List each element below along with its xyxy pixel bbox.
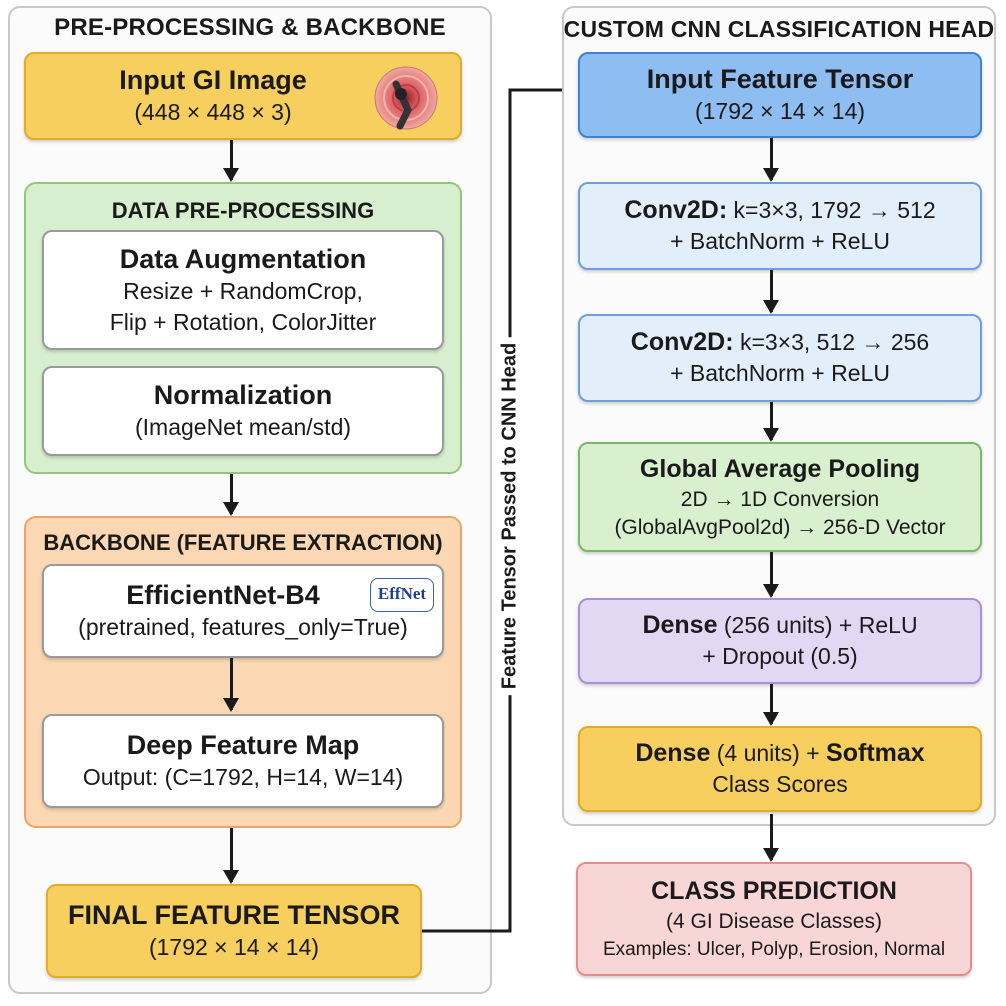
endoscopy-image-icon: [374, 66, 438, 130]
effnet-logo: EffNet: [370, 578, 434, 612]
backbone-title: BACKBONE (FEATURE EXTRACTION): [43, 530, 443, 555]
gap-title: Global Average Pooling: [639, 454, 921, 483]
input-image-title: Input GI Image: [119, 65, 307, 95]
arrow-head-to-prediction: [763, 814, 779, 862]
final-feature-tensor-box: FINAL FEATURE TENSOR (1792 × 14 × 14): [46, 884, 422, 978]
class-prediction-box: CLASS PREDICTION (4 GI Disease Classes) …: [576, 862, 972, 976]
connector-label-text: Feature Tensor Passed to CNN Head: [498, 336, 522, 696]
gap-box: Global Average Pooling 2D → 1D Conversio…: [578, 442, 982, 552]
dense1-rest: (256 units) + ReLU: [717, 612, 918, 638]
normalization-title: Normalization: [153, 380, 333, 410]
arrow-conv2-to-gap: [763, 402, 779, 442]
input-image-box: Input GI Image (448 × 448 × 3): [24, 52, 462, 140]
left-panel: [8, 6, 492, 994]
prediction-line1: (4 GI Disease Classes): [666, 909, 882, 933]
input-tensor-box: Input Feature Tensor (1792 × 14 × 14): [578, 52, 982, 138]
dense2-line2: Class Scores: [712, 771, 848, 797]
dense2-bold2: Softmax: [826, 739, 925, 767]
augmentation-line1: Resize + RandomCrop,: [123, 277, 363, 304]
input-image-dims: (448 × 448 × 3): [134, 99, 292, 125]
conv1-line2: + BatchNorm + ReLU: [670, 228, 890, 254]
dense2-bold: Dense: [635, 739, 711, 767]
preprocessing-title: DATA PRE-PROCESSING: [111, 198, 375, 223]
efficientnet-box: EfficientNet-B4 (pretrained, features_on…: [42, 564, 444, 658]
conv2-box: Conv2D: k=3×3, 512 → 256 + BatchNorm + R…: [578, 314, 982, 402]
conv1-bold: Conv2D:: [624, 196, 728, 224]
arrow-input-to-conv1: [763, 138, 779, 182]
input-tensor-dims: (1792 × 14 × 14): [694, 98, 866, 124]
arrow-dense1-to-dense2: [763, 684, 779, 726]
arrow-preprocessing-to-backbone: [223, 474, 239, 516]
conv1-box: Conv2D: k=3×3, 1792 → 512 + BatchNorm + …: [578, 182, 982, 270]
conv2-rest: k=3×3, 512 → 256: [733, 329, 930, 355]
effnet-logo-text: EffNet: [377, 584, 427, 603]
arrow-efficientnet-to-featuremap: [223, 658, 239, 712]
feature-map-title: Deep Feature Map: [126, 730, 360, 760]
right-panel: [562, 6, 996, 826]
normalization-desc: (ImageNet mean/std): [134, 414, 352, 440]
augmentation-box: Data Augmentation Resize + RandomCrop, F…: [42, 230, 444, 350]
dense2-line1: Dense (4 units) + Softmax: [635, 738, 924, 769]
gap-line2: (GlobalAvgPool2d) → 256-D Vector: [614, 515, 946, 539]
feature-map-desc: Output: (C=1792, H=14, W=14): [82, 764, 404, 790]
efficientnet-title: EfficientNet-B4: [126, 580, 320, 610]
final-tensor-dims: (1792 × 14 × 14): [148, 934, 320, 960]
conv2-line2: + BatchNorm + ReLU: [670, 360, 890, 386]
efficientnet-desc: (pretrained, features_only=True): [78, 614, 408, 640]
augmentation-line2: Flip + Rotation, ColorJitter: [109, 308, 377, 335]
final-tensor-title: FINAL FEATURE TENSOR: [67, 900, 400, 930]
conv1-rest: k=3×3, 1792 → 512: [727, 197, 936, 223]
dense1-box: Dense (256 units) + ReLU + Dropout (0.5): [578, 598, 982, 684]
conv1-line1: Conv2D: k=3×3, 1792 → 512: [624, 195, 935, 226]
prediction-line2: Examples: Ulcer, Polyp, Erosion, Normal: [602, 938, 946, 960]
dense1-bold: Dense: [642, 611, 718, 639]
prediction-title: CLASS PREDICTION: [651, 876, 897, 905]
input-tensor-title: Input Feature Tensor: [646, 64, 914, 94]
dense1-line1: Dense (256 units) + ReLU: [642, 610, 917, 641]
arrow-conv1-to-conv2: [763, 270, 779, 314]
conv2-bold: Conv2D:: [630, 328, 734, 356]
left-panel-title: PRE-PROCESSING & BACKBONE: [54, 14, 446, 41]
augmentation-title: Data Augmentation: [119, 243, 367, 274]
dense2-box: Dense (4 units) + Softmax Class Scores: [578, 726, 982, 812]
gap-line1: 2D → 1D Conversion: [680, 487, 880, 511]
arrow-backbone-to-final: [223, 828, 239, 884]
dense1-line2: + Dropout (0.5): [702, 643, 858, 669]
normalization-box: Normalization (ImageNet mean/std): [42, 366, 444, 456]
feature-map-box: Deep Feature Map Output: (C=1792, H=14, …: [42, 714, 444, 808]
right-panel-title: CUSTOM CNN CLASSIFICATION HEAD: [563, 16, 995, 42]
arrow-gap-to-dense1: [763, 552, 779, 598]
arrow-input-to-preprocessing: [223, 140, 239, 182]
conv2-line1: Conv2D: k=3×3, 512 → 256: [631, 327, 929, 358]
dense2-rest: (4 units) +: [710, 740, 827, 766]
